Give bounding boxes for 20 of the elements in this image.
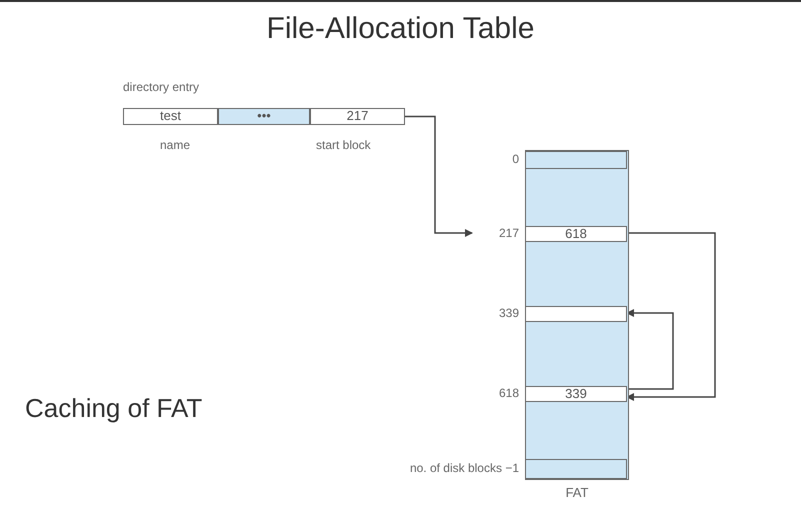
row-number: 217 — [498, 226, 519, 240]
row-number: 618 — [498, 386, 519, 400]
record-field: test — [123, 108, 218, 125]
row-number: no. of disk blocks −1 — [410, 461, 519, 475]
side-note: Caching of FAT — [25, 393, 202, 424]
table-row: 618 — [525, 226, 627, 242]
record-field: ••• — [218, 108, 310, 125]
row-number: 0 — [512, 152, 519, 166]
empty-table-row — [525, 306, 627, 322]
title: File-Allocation Table — [266, 12, 536, 46]
table-row: 339 — [525, 386, 627, 402]
record-heading: directory entry — [123, 80, 200, 94]
arrow — [405, 116, 473, 237]
empty-table-row — [525, 459, 627, 479]
record-field: 217 — [310, 108, 405, 125]
field-caption: start block — [316, 138, 371, 152]
empty-table-row — [525, 151, 627, 169]
row-number: 339 — [498, 306, 519, 320]
table-caption: FAT — [564, 485, 590, 500]
field-caption: name — [160, 138, 190, 152]
